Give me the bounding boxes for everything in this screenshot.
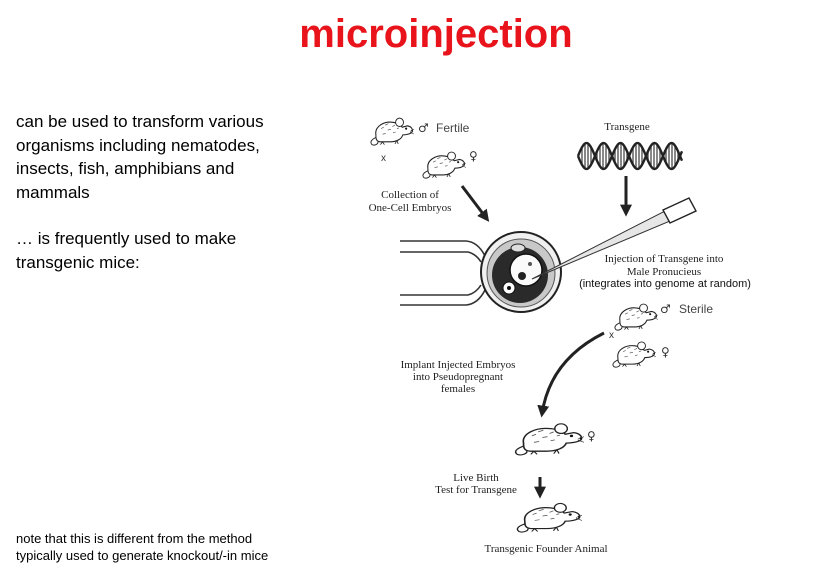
- fertile-label: Fertile: [436, 121, 470, 135]
- female-symbol-icon: ♀: [661, 345, 670, 359]
- implant-label-line: into Pseudopregnant: [413, 371, 503, 383]
- intro-paragraph: can be used to transform various organis…: [16, 110, 264, 204]
- pseudopregnant-female-mouse-illustration: [514, 422, 584, 456]
- male-symbol-icon: ♂: [418, 121, 429, 135]
- birth-label-line: Test for Transgene: [435, 484, 517, 496]
- founder-label: Transgenic Founder Animal: [484, 543, 607, 555]
- integration-note: (integrates into genome at random): [579, 278, 751, 290]
- fertile-female-mouse-illustration: [422, 151, 466, 179]
- birth-label-line: Live Birth: [453, 472, 499, 484]
- injection-label-line: Male Pronucieus: [627, 266, 701, 278]
- cross-symbol: x: [609, 330, 614, 341]
- implant-label-line: females: [441, 383, 475, 395]
- male-symbol-icon: ♂: [660, 302, 671, 316]
- usage-line: transgenic mice:: [16, 252, 140, 272]
- footnote-line: note that this is different from the met…: [16, 531, 253, 546]
- collection-label-line: One-Cell Embryos: [369, 202, 452, 214]
- dna-helix-illustration: [576, 141, 684, 171]
- holding-pipette-illustration: [400, 240, 486, 306]
- one-cell-embryo-illustration: [480, 231, 562, 313]
- sterile-male-mouse-illustration: [614, 303, 658, 331]
- slide-title: microinjection: [299, 12, 573, 56]
- sterile-label: Sterile: [679, 302, 713, 316]
- injection-needle-illustration: [531, 197, 697, 280]
- intro-line: mammals: [16, 182, 90, 202]
- collection-label-line: Collection of: [381, 189, 439, 201]
- dna-strand: [576, 141, 684, 171]
- usage-paragraph: … is frequently used to make transgenic …: [16, 227, 236, 274]
- implant-arrow-icon: [537, 331, 605, 418]
- collection-arrow-icon: [460, 185, 490, 222]
- implant-label-line: Implant Injected Embryos: [401, 359, 516, 371]
- footnote-line: typically used to generate knockout/-in …: [16, 548, 269, 563]
- intro-line: organisms including nematodes,: [16, 135, 260, 155]
- footnote: note that this is different from the met…: [16, 530, 268, 564]
- cross-symbol: x: [381, 153, 386, 164]
- founder-mouse-illustration: [516, 502, 582, 533]
- injection-label-line: Injection of Transgene into: [605, 253, 724, 265]
- fertile-male-mouse-illustration: [370, 117, 414, 146]
- sterile-cross-female-mouse-illustration: [612, 341, 656, 368]
- female-symbol-icon: ♀: [469, 149, 478, 163]
- female-symbol-icon: ♀: [587, 429, 596, 443]
- transgene-label: Transgene: [604, 121, 650, 133]
- intro-line: can be used to transform various: [16, 112, 264, 131]
- intro-line: insects, fish, amphibians and: [16, 159, 235, 178]
- usage-line: … is frequently used to make: [16, 229, 237, 248]
